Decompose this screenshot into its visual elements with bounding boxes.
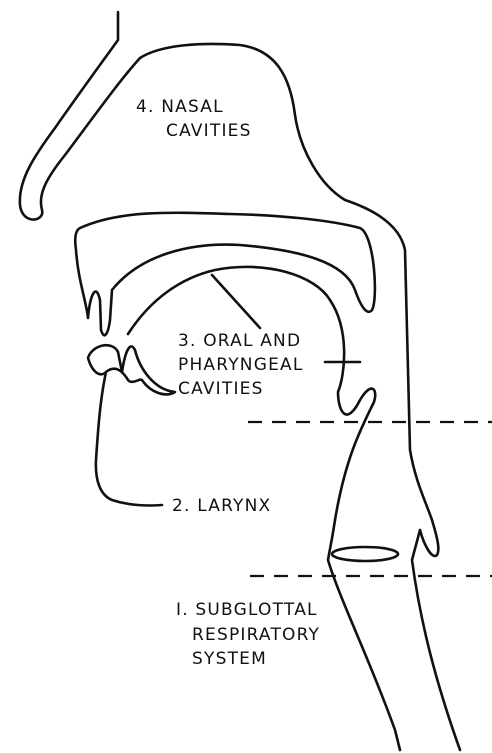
jaw-line	[96, 372, 162, 505]
label-oral-line-3: CAVITIES	[178, 379, 264, 399]
label-oral-line-1: 3. ORAL AND	[178, 331, 301, 351]
vocal-folds	[332, 547, 398, 561]
label-oral-line-2: PHARYNGEAL	[178, 355, 304, 375]
label-subglottal-line-1: I. SUBGLOTTAL	[176, 600, 318, 620]
label-subglottal-line-2: RESPIRATORY	[192, 625, 320, 645]
hard-palate	[75, 213, 375, 335]
label-larynx: 2. LARYNX	[172, 496, 271, 516]
label-nasal-line-2: CAVITIES	[166, 121, 252, 141]
label-nasal-line-1: 4. NASAL	[136, 97, 224, 117]
lips	[88, 345, 175, 394]
label-subglottal-line-3: SYSTEM	[192, 649, 267, 669]
larynx-front	[328, 520, 400, 750]
oral-leader-line	[212, 275, 260, 328]
